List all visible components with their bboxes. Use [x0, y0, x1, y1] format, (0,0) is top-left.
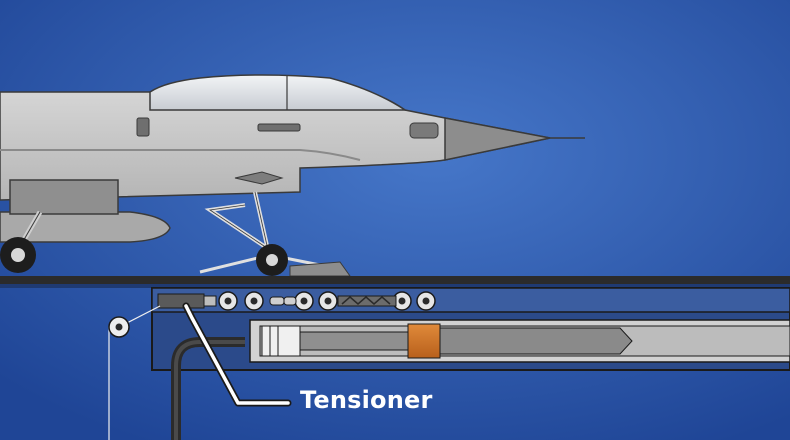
- cable-sleeve: [337, 295, 397, 307]
- tensioner-label: Tensioner: [300, 386, 433, 414]
- canopy: [149, 74, 408, 111]
- flight-deck: [0, 276, 790, 284]
- gear-bay: [9, 179, 119, 215]
- cable-spring: [341, 296, 391, 305]
- main-wheel-hub: [11, 248, 25, 262]
- nose-port: [409, 122, 439, 139]
- nose-gear-strut-outline: [208, 191, 271, 251]
- tensioner-block: [157, 293, 205, 309]
- nose-cone: [444, 117, 551, 161]
- tensioner-pipe-highlight: [174, 340, 245, 440]
- side-panel: [257, 123, 301, 132]
- pulley-hub: [422, 297, 430, 305]
- pulley-hub: [250, 297, 258, 305]
- side-vent: [136, 117, 150, 137]
- piston-ram: [439, 327, 633, 355]
- pulley-hub: [324, 297, 332, 305]
- tensioner-connector: [203, 295, 217, 307]
- piston-rod: [299, 331, 411, 351]
- link-piece: [283, 296, 297, 306]
- piston: [407, 323, 441, 359]
- launch-cylinder: [249, 319, 790, 363]
- pulley-hub: [398, 297, 406, 305]
- nose-wheel-hub: [266, 254, 278, 266]
- deck-underside: [0, 284, 790, 288]
- aircraft: [0, 74, 585, 277]
- link-piece: [269, 296, 285, 306]
- intake-line: [0, 149, 361, 161]
- piston-head-left: [261, 325, 301, 357]
- ventral-pod: [0, 211, 171, 243]
- idler-pulley-hub: [115, 323, 123, 331]
- pulley-hub: [224, 297, 232, 305]
- pulley-hub: [300, 297, 308, 305]
- pulley-set: [218, 291, 436, 311]
- callout-leader-inner: [184, 304, 290, 405]
- strake: [234, 171, 284, 185]
